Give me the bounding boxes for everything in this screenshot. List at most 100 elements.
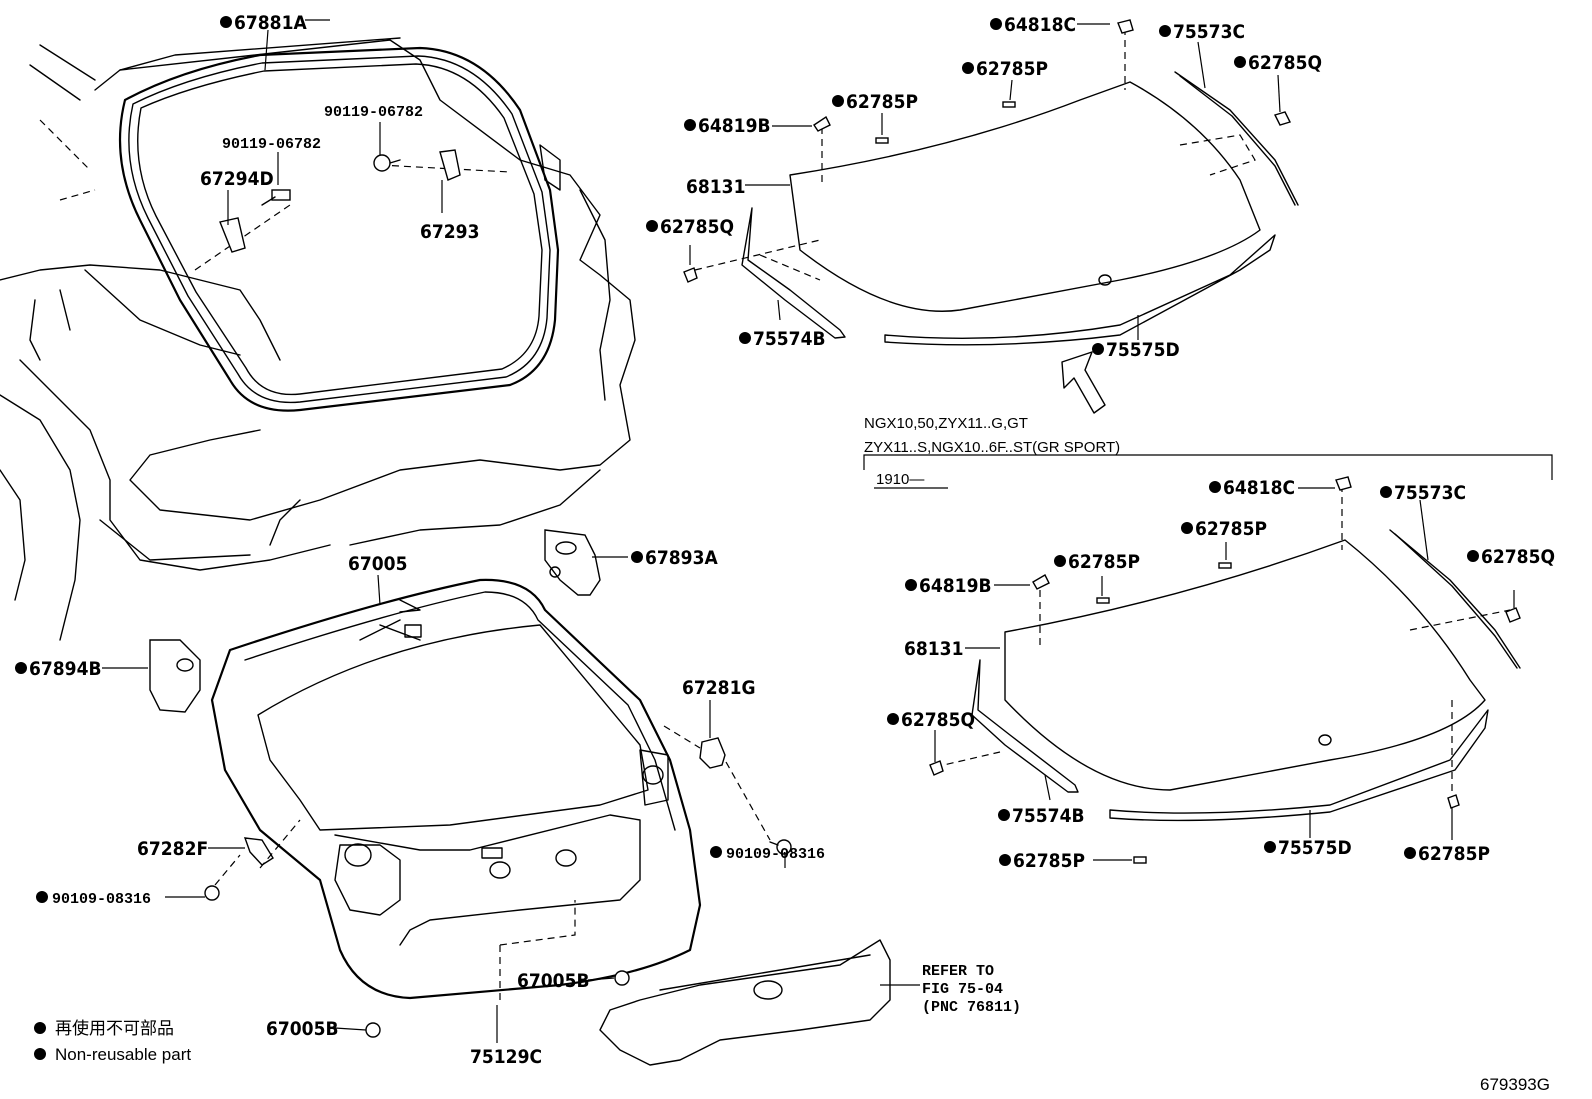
variant-date-code: 1910— [876,471,924,488]
clip-icon [1133,856,1147,864]
figure-id: 679393G [1480,1075,1550,1094]
legend-dot-icon [34,1022,46,1034]
callout-62785P: 62785P [1195,518,1267,540]
plug-icon [365,1022,381,1038]
callout-64818C: 64818C [1223,477,1295,499]
legend-dot-icon [34,1048,46,1060]
callout-64819B: 64819B [698,115,771,137]
license-garnish [599,939,891,1066]
callout-62785Q: 62785Q [1481,546,1555,568]
bracket-67894B-icon [149,639,201,713]
callout-62785Q: 62785Q [660,216,734,238]
non-reusable-dot [36,891,48,903]
non-reusable-dot [1181,522,1193,534]
callout-75573C: 75573C [1394,482,1466,504]
clip-icon [1218,562,1232,569]
callout-64819B: 64819B [919,575,992,597]
callout-62785P: 62785P [1013,850,1085,872]
non-reusable-dot [905,579,917,591]
callout-62785P: 62785P [1068,551,1140,573]
non-reusable-dot [998,809,1010,821]
callout-62785Q: 62785Q [1248,52,1322,74]
non-reusable-dot [1234,56,1246,68]
leader-lines [102,19,1515,1043]
clip-icon [1505,607,1521,623]
clip-icon [1274,111,1291,126]
callout-90119-06782: 90119-06782 [222,136,321,153]
variant-bracket [863,454,1553,480]
clip-icon [1032,574,1050,590]
callout-62785P: 62785P [846,91,918,113]
non-reusable-dot [15,662,27,674]
callout-67293: 67293 [420,221,479,243]
bolt-icon [769,839,792,855]
non-reusable-dot [631,551,643,563]
refer-note-line1: REFER TO [922,963,994,980]
non-reusable-dot [999,854,1011,866]
callout-68131: 68131 [686,176,745,198]
variant-models-line2: ZYX11..S,NGX10..6F..ST(GR SPORT) [864,439,1120,456]
clip-icon [1002,101,1016,108]
callout-62785P: 62785P [976,58,1048,80]
non-reusable-dot [1404,847,1416,859]
non-reusable-dot [1467,550,1479,562]
callout-67005B: 67005B [266,1018,339,1040]
legend-text-ja: 再使用不可部品 [55,1018,174,1039]
callout-67881A: 67881A [234,12,307,34]
non-reusable-dot [646,220,658,232]
callout-75129C: 75129C [470,1046,542,1068]
non-reusable-dot [1209,481,1221,493]
bumper-67281G-icon [699,737,726,769]
non-reusable-dot [684,119,696,131]
non-reusable-dot [739,332,751,344]
non-reusable-dot [832,95,844,107]
non-reusable-dot [1264,841,1276,853]
bolt-icon [204,885,220,901]
legend-text-en: Non-reusable part [55,1045,191,1064]
clip-icon [875,137,889,144]
direction-arrow-icon [1061,351,1106,414]
non-reusable-dot [990,18,1002,30]
non-reusable-dot [962,62,974,74]
callout-75575D: 75575D [1106,339,1180,361]
callout-90109-08316: 90109-08316 [726,846,825,863]
non-reusable-dot [1380,486,1392,498]
non-reusable-dot [1054,555,1066,567]
refer-note-line3: (PNC 76811) [922,999,1021,1016]
clip-icon [929,760,944,776]
callout-62785P: 62785P [1418,843,1490,865]
non-reusable-dot [1092,343,1104,355]
callout-67005: 67005 [348,553,407,575]
clip-icon [813,115,831,132]
clip-icon [1335,476,1352,491]
plug-icon [614,970,630,986]
callout-62785Q: 62785Q [901,709,975,731]
callout-64818C: 64818C [1004,14,1076,36]
lower-glass-assembly [929,476,1521,864]
non-reusable-dot [710,846,722,858]
callout-75573C: 75573C [1173,21,1245,43]
non-reusable-dot [1159,25,1171,37]
callout-67893A: 67893A [645,547,718,569]
callout-90109-08316: 90109-08316 [52,891,151,908]
callout-67005B: 67005B [517,970,590,992]
callout-67281G: 67281G [682,677,756,699]
back-door-panel [210,578,702,1005]
bracket-67893A-icon [544,529,601,596]
bracket-icon [439,149,461,181]
callout-67294D: 67294D [200,168,274,190]
bolt-icon [261,189,291,206]
callout-67894B: 67894B [29,658,102,680]
refer-note-line2: FIG 75-04 [922,981,1003,998]
non-reusable-dot [220,16,232,28]
bumper-67282F-icon [243,837,274,866]
clip-icon [1447,794,1460,809]
legend: 再使用不可部品 Non-reusable part [34,1018,191,1064]
clip-icon [1096,597,1110,604]
callout-68131: 68131 [904,638,963,660]
callout-67282F: 67282F [137,838,208,860]
callout-75574B: 75574B [1012,805,1085,827]
clip-icon [1117,19,1134,34]
upper-glass-assembly [683,19,1299,414]
